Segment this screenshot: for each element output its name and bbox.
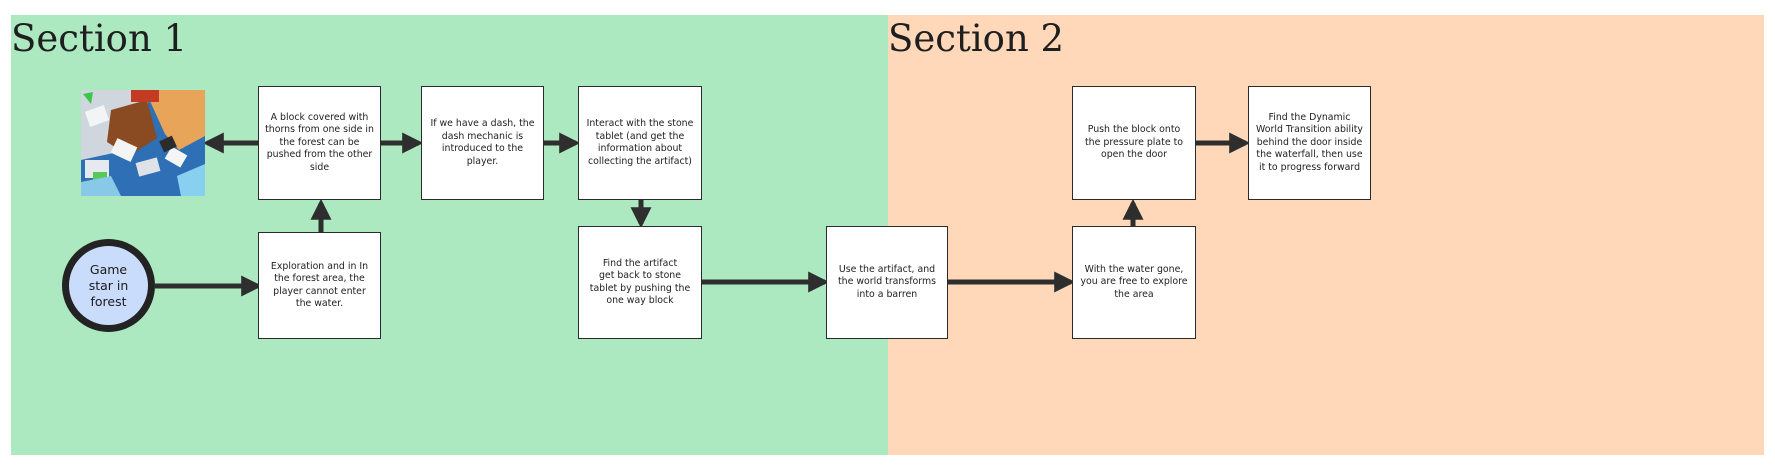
section-1-title: Section 1	[11, 17, 188, 60]
node-thorns-block: A block covered with thorns from one sid…	[258, 86, 381, 200]
node-dash: If we have a dash, the dash mechanic is …	[421, 86, 544, 200]
node-push-block: Push the block onto the pressure plate t…	[1072, 86, 1196, 200]
start-node-game-start: Game star in forest	[62, 239, 155, 332]
node-find-dynamic-world: Find the Dynamic World Transition abilit…	[1248, 86, 1371, 200]
node-use-artifact: Use the artifact, and the world transfor…	[826, 226, 948, 339]
node-water-gone: With the water gone, you are free to exp…	[1072, 226, 1196, 339]
node-stone-tablet: Interact with the stone tablet (and get …	[578, 86, 702, 200]
node-exploration: Exploration and in In the forest area, t…	[258, 232, 381, 339]
level-screenshot-image	[81, 90, 205, 196]
node-find-artifact: Find the artifact get back to stone tabl…	[578, 226, 702, 339]
section-2-title: Section 2	[888, 17, 1065, 60]
